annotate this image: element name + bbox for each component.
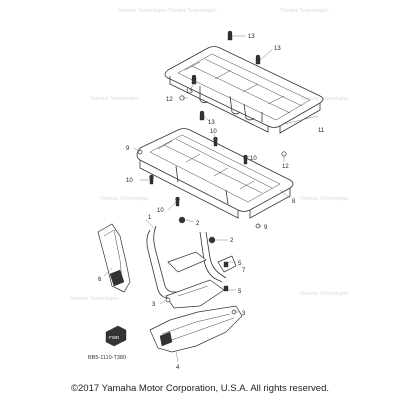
watermark: Yamaha Technologies <box>100 196 149 202</box>
callout-9: 9 <box>126 146 130 152</box>
callout-11: 11 <box>318 128 325 134</box>
support-frame <box>146 225 237 309</box>
watermark: Yamaha Technologies <box>168 8 217 14</box>
callout-12: 12 <box>166 97 173 103</box>
callout-7: 7 <box>242 268 246 274</box>
callout-13: 13 <box>274 46 281 52</box>
callout-12: 12 <box>282 164 289 170</box>
watermark: Yamaha Technologies <box>300 196 349 202</box>
watermark: Yamaha Technologies <box>90 96 139 102</box>
front-direction-arrow: FWD <box>105 325 127 347</box>
callout-3: 3 <box>242 311 246 317</box>
rear-carrier <box>164 46 324 134</box>
watermark: Yamaha Technologies <box>300 291 349 297</box>
watermark: Yamaha Technologies <box>300 96 349 102</box>
watermark: Yamaha Technologies <box>70 296 119 302</box>
callout-4: 4 <box>176 365 180 371</box>
watermark: Yamaha Technologies <box>118 8 167 14</box>
callout-9: 9 <box>264 225 268 231</box>
watermark: Yamaha Technologies <box>280 8 329 14</box>
side-guard-lower <box>149 305 243 353</box>
callout-5: 5 <box>238 289 242 295</box>
callout-13: 13 <box>208 120 215 126</box>
callout-13: 13 <box>248 34 255 40</box>
callout-6: 6 <box>98 277 102 283</box>
callout-1: 1 <box>148 215 152 221</box>
fwd-label: FWD <box>109 335 120 340</box>
drawing-code: BB5-1110-T380 <box>88 355 126 361</box>
callout-10: 10 <box>126 178 133 184</box>
callout-2: 2 <box>230 238 234 244</box>
callout-8: 8 <box>292 199 296 205</box>
callout-3: 3 <box>152 302 156 308</box>
copyright-notice: ©2017 Yamaha Motor Corporation, U.S.A. A… <box>71 383 329 394</box>
fasteners <box>137 30 287 315</box>
callout-10: 10 <box>250 156 257 162</box>
callout-2: 2 <box>196 221 200 227</box>
callout-10: 10 <box>210 129 217 135</box>
watermark-group: Yamaha Technologies Yamaha Technologies … <box>70 8 349 302</box>
callout-10: 10 <box>157 208 164 214</box>
front-carrier <box>136 128 294 219</box>
callout-5: 5 <box>238 261 242 267</box>
callouts: 13 13 13 13 12 12 11 10 10 10 10 9 9 8 1… <box>98 34 325 371</box>
callout-13: 13 <box>186 89 193 95</box>
side-guard-upper <box>97 223 131 293</box>
leader-lines <box>103 35 319 363</box>
